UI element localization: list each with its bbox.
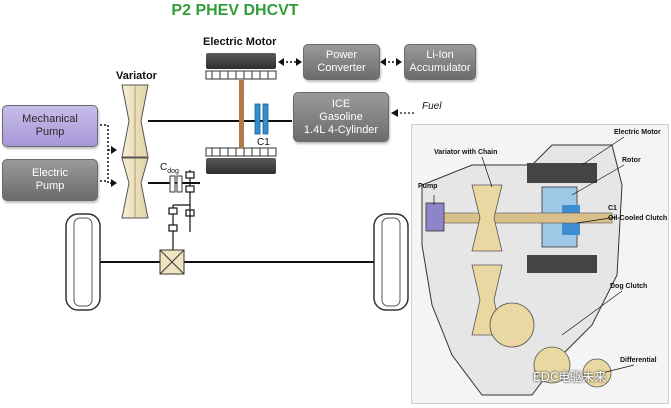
page-title: P2 PHEV DHCVT bbox=[171, 2, 299, 19]
dog-clutch bbox=[169, 175, 183, 193]
cutaway-label-differential: Differential bbox=[620, 357, 657, 364]
electric-motor-stator-top bbox=[205, 53, 277, 80]
cutaway-label-oil-cooled-clutch: Oil-Cooled Clutch bbox=[608, 215, 668, 222]
cutaway-label-electric-motor: Electric Motor bbox=[614, 129, 661, 136]
cutaway-label-variator: Variator with Chain bbox=[434, 149, 498, 156]
li-ion-accumulator-box: Li-Ion Accumulator bbox=[404, 44, 476, 80]
fuel-arrowhead bbox=[391, 109, 398, 117]
fuel-label: Fuel bbox=[422, 101, 441, 112]
variator-label: Variator bbox=[116, 70, 157, 82]
wheel-right bbox=[373, 213, 409, 311]
cutaway-label-dog-clutch: Dog Clutch bbox=[610, 283, 648, 290]
mechanical-pump-box: Mechanical Pump bbox=[2, 105, 98, 147]
transmission-cutaway-image: Variator with Chain Electric Motor Rotor… bbox=[411, 124, 669, 404]
gear-train bbox=[168, 170, 195, 250]
cutaway-label-rotor: Rotor bbox=[622, 157, 641, 164]
clutch-c1 bbox=[254, 103, 269, 135]
electric-motor-stator-bottom bbox=[205, 147, 277, 174]
cutaway-drawing bbox=[412, 125, 668, 403]
differential bbox=[159, 249, 185, 275]
variator-pulley-bottom bbox=[121, 157, 149, 219]
electrical-connection-2 bbox=[380, 58, 402, 66]
cdog-main: C bbox=[160, 162, 168, 173]
ice-box: ICE Gasoline 1.4L 4-Cylinder bbox=[293, 92, 389, 142]
wheel-left bbox=[65, 213, 101, 311]
fuel-text: Fuel bbox=[422, 101, 442, 112]
electric-motor-label: Electric Motor bbox=[203, 36, 277, 48]
power-converter-box: Power Converter bbox=[303, 44, 380, 80]
pump-arrow-2 bbox=[111, 146, 117, 154]
c1-label: C1 bbox=[257, 137, 270, 148]
pump-connectors bbox=[100, 124, 112, 184]
cdog-label: Cdog bbox=[160, 162, 179, 175]
electrical-connection-1 bbox=[278, 58, 302, 66]
electric-pump-box: Electric Pump bbox=[2, 159, 98, 201]
variator-pulley-top bbox=[121, 84, 149, 158]
cutaway-label-c1: C1 bbox=[608, 205, 617, 212]
watermark: EDC电驱未来 bbox=[533, 370, 607, 384]
rotor-link bbox=[239, 80, 244, 148]
pump-arrow-1 bbox=[111, 179, 117, 187]
cdog-sub: dog bbox=[167, 168, 179, 175]
cutaway-label-pump: Pump bbox=[418, 183, 438, 190]
